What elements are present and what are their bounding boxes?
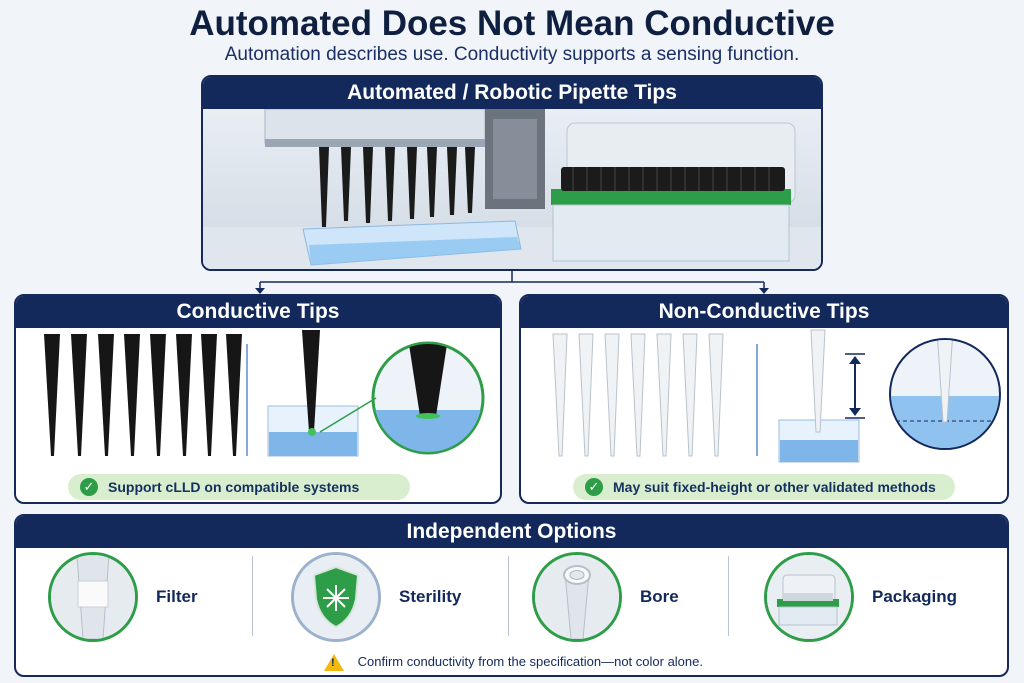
conductive-badge-text: Support cLLD on compatible systems	[108, 479, 360, 495]
page-title: Automated Does Not Mean Conductive	[189, 4, 835, 43]
check-icon: ✓	[80, 478, 98, 496]
non-conductive-tips-title: Non-Conductive Tips	[521, 296, 1007, 328]
tip-rack-icon	[764, 552, 854, 642]
check-icon: ✓	[585, 478, 603, 496]
option-bore-label: Bore	[640, 587, 679, 606]
robotic-pipetting-illustration	[203, 109, 821, 269]
clear-tip-row	[552, 333, 724, 457]
robot-tip-row	[319, 147, 475, 227]
option-divider	[252, 556, 253, 636]
option-sterility: Sterility	[291, 552, 461, 642]
non-conductive-tips-illustration	[552, 329, 1001, 463]
option-filter: Filter	[48, 552, 198, 642]
option-filter-label: Filter	[156, 587, 198, 606]
conductive-tips-title: Conductive Tips	[16, 296, 500, 328]
independent-options-title: Independent Options	[16, 516, 1007, 548]
conductivity-warning: ! Confirm conductivity from the specific…	[16, 654, 1007, 672]
non-conductive-tips-panel: Non-Conductive Tips ✓ May su	[519, 294, 1009, 504]
branch-connector	[255, 271, 769, 294]
black-tip-row	[44, 334, 242, 456]
non-conductive-badge-text: May suit fixed-height or other validated…	[613, 479, 936, 495]
automated-tips-panel: Automated / Robotic Pipette Tips	[201, 75, 823, 271]
conductive-tips-illustration	[44, 330, 485, 457]
option-sterility-label: Sterility	[399, 587, 462, 606]
option-bore: Bore	[532, 552, 679, 642]
conductive-badge: ✓ Support cLLD on compatible systems	[68, 474, 410, 500]
page-subtitle: Automation describes use. Conductivity s…	[224, 44, 800, 65]
option-packaging: Packaging	[764, 552, 957, 642]
shield-icon	[291, 552, 381, 642]
automated-tips-title: Automated / Robotic Pipette Tips	[203, 77, 821, 109]
bore-icon	[532, 552, 622, 642]
option-divider	[728, 556, 729, 636]
warning-text: Confirm conductivity from the specificat…	[357, 654, 703, 669]
option-divider	[508, 556, 509, 636]
option-packaging-label: Packaging	[872, 587, 958, 606]
warning-icon: !	[323, 654, 344, 672]
filter-tip-icon	[48, 552, 138, 642]
independent-options-panel: Independent Options Filter Sterility	[14, 514, 1009, 677]
conductive-tips-panel: Conductive Tips ✓ Support cLLD on co	[14, 294, 502, 504]
non-conductive-badge: ✓ May suit fixed-height or other validat…	[573, 474, 955, 500]
